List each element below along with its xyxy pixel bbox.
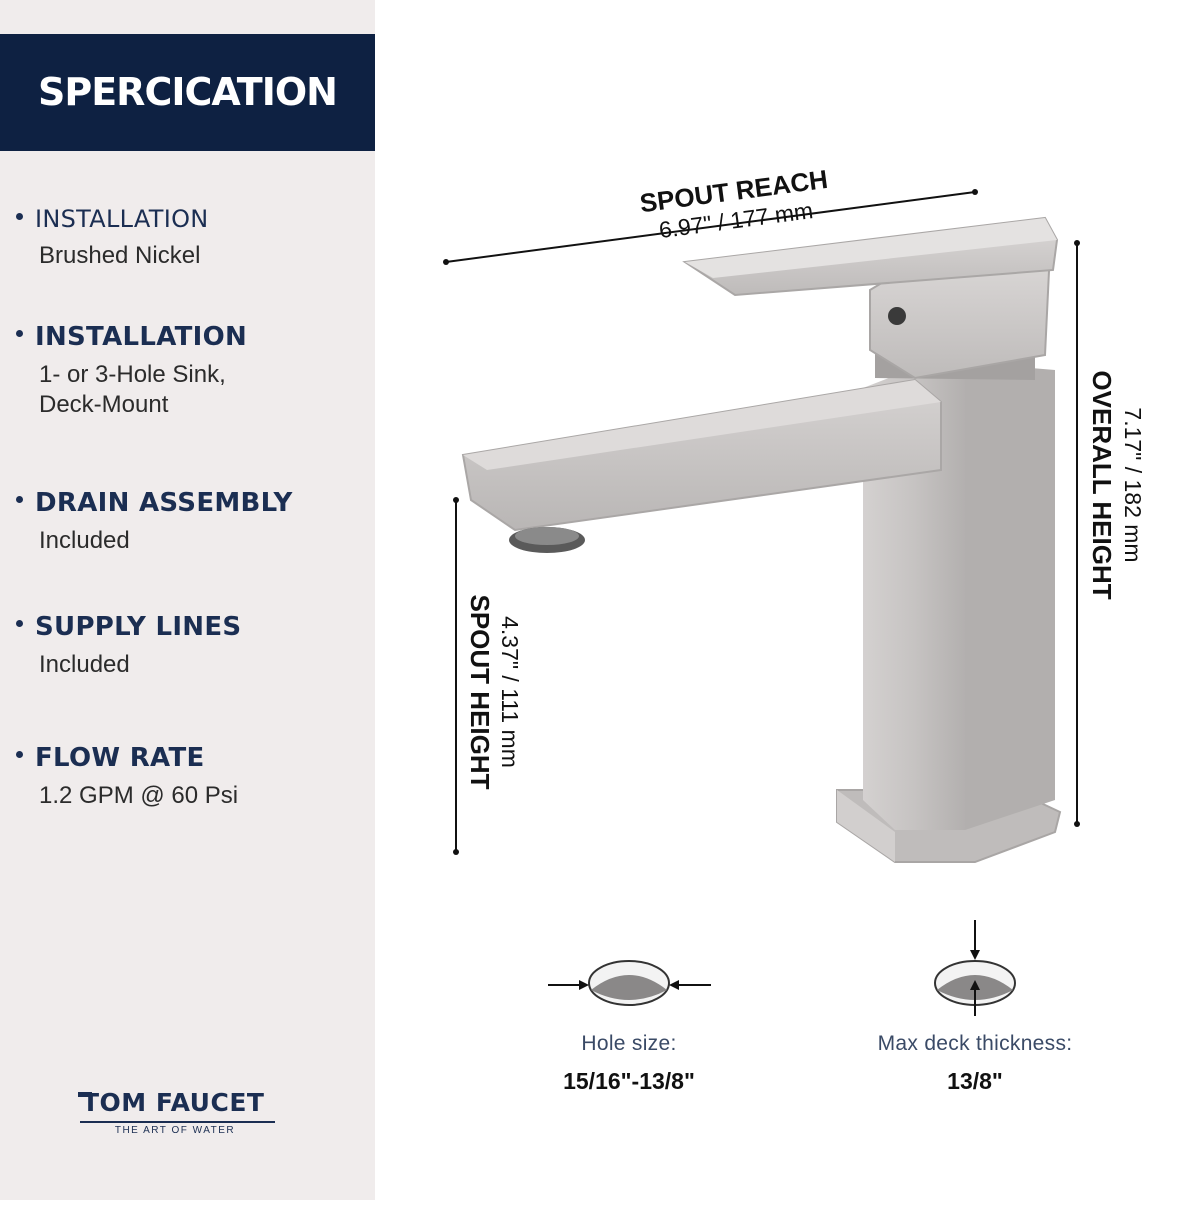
- hole-size-label: Hole size:: [581, 1032, 677, 1055]
- spec-value: Brushed Nickel: [39, 242, 201, 269]
- spout-height-value: 4.37" / 111 mm: [497, 616, 523, 768]
- deck-thickness-caption: Max deck thickness: 13/8": [850, 1032, 1100, 1095]
- overall-height-label: OVERALL HEIGHT: [1087, 370, 1117, 599]
- spec-item-drain-assembly: DRAIN ASSEMBLY Included: [16, 488, 356, 556]
- spout-height-label: SPOUT HEIGHT: [465, 594, 495, 789]
- logo-underline: [80, 1121, 275, 1123]
- bullet-icon: [16, 620, 23, 627]
- deck-thickness-label: Max deck thickness:: [877, 1032, 1073, 1055]
- hole-size-value: 15/16"-13/8": [563, 1068, 695, 1094]
- spec-value: 1.2 GPM @ 60 Psi: [39, 782, 239, 809]
- deck-thickness-value: 13/8": [947, 1068, 1003, 1094]
- spec-item-flow-rate: FLOW RATE 1.2 GPM @ 60 Psi: [16, 743, 356, 811]
- spec-value-line-1: 1- or 3-Hole Sink,: [39, 361, 226, 388]
- spec-title: INSTALLATION: [35, 322, 248, 352]
- overall-height-dimension: OVERALL HEIGHT 7.17" / 182 mm: [1074, 240, 1146, 827]
- page-title: SPERCICATION: [38, 70, 338, 114]
- bullet-icon: [16, 751, 23, 758]
- overall-height-value: 7.17" / 182 mm: [1120, 407, 1146, 562]
- spec-item-finish: INSTALLATION Brushed Nickel: [16, 205, 356, 271]
- spec-value-line-2: Deck-Mount: [39, 391, 169, 418]
- spec-title: DRAIN ASSEMBLY: [35, 488, 293, 518]
- spec-item-supply-lines: SUPPLY LINES Included: [16, 612, 356, 680]
- bullet-icon: [16, 496, 23, 503]
- bullet-icon: [16, 213, 23, 220]
- spec-value: Included: [39, 651, 130, 678]
- spec-item-installation: INSTALLATION 1- or 3-Hole Sink, Deck-Mou…: [16, 322, 356, 420]
- product-figure: SPOUT REACH 6.97" / 177 mm OVERALL HEIGH…: [375, 0, 1200, 1200]
- hole-size-caption: Hole size: 15/16"-13/8": [504, 1032, 754, 1095]
- brand-name: TOM FAUCET: [82, 1088, 265, 1117]
- spec-title: FLOW RATE: [35, 743, 205, 773]
- deck-thickness-icon: [934, 920, 1016, 1016]
- brand-logo: TOM FAUCET THE ART OF WATER: [60, 1088, 300, 1148]
- spec-sidebar: SPERCICATION INSTALLATION Brushed Nickel…: [0, 0, 375, 1200]
- faucet-illustration: [461, 216, 1062, 863]
- bullet-icon: [16, 330, 23, 337]
- spec-title: SUPPLY LINES: [35, 612, 242, 642]
- brand-tagline: THE ART OF WATER: [114, 1125, 236, 1136]
- spec-value: Included: [39, 527, 130, 554]
- header-band: [0, 34, 375, 151]
- hole-size-icon: [548, 960, 711, 1006]
- spout-height-dimension: SPOUT HEIGHT 4.37" / 111 mm: [453, 497, 523, 855]
- spec-title: INSTALLATION: [35, 205, 209, 233]
- logo-mark-icon: [78, 1092, 92, 1097]
- faucet-diagram: SPOUT REACH 6.97" / 177 mm OVERALL HEIGH…: [443, 164, 1146, 1016]
